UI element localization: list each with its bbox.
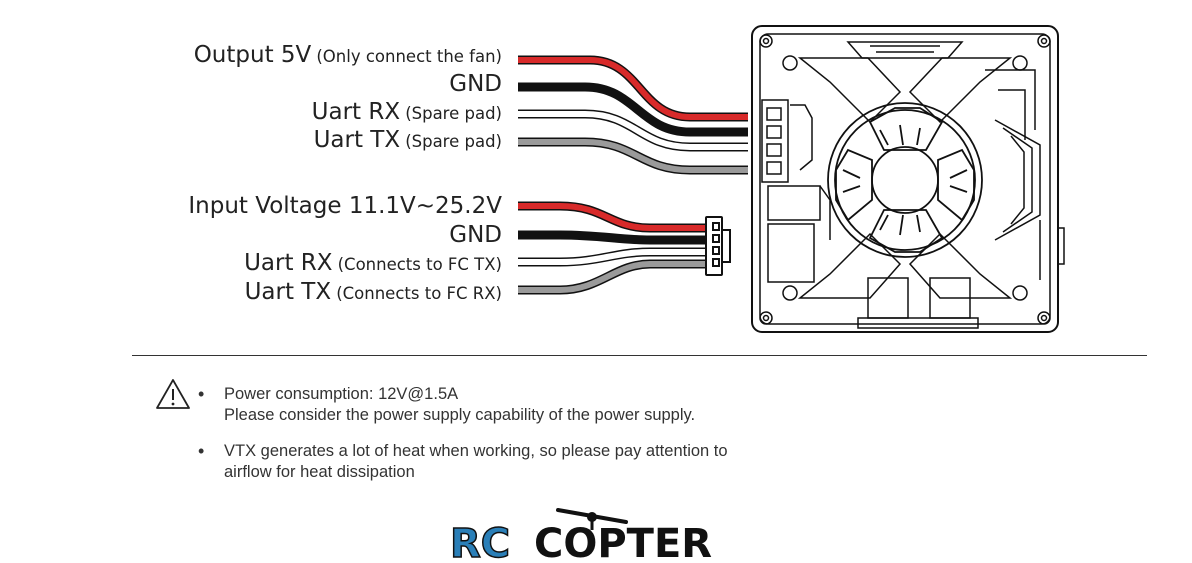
label-output-uart-rx: Uart RX (Spare pad) [312, 99, 502, 125]
note-heat-line2: airflow for heat dissipation [224, 463, 415, 481]
label-main: Uart RX [311, 99, 401, 125]
wire-output-gnd [518, 82, 748, 137]
input-wires [518, 201, 706, 295]
label-output-5v: Output 5V (Only connect the fan) [194, 42, 502, 68]
note-heat-line1: VTX generates a lot of heat when working… [224, 442, 728, 460]
logo-rc: RC [450, 521, 510, 563]
label-note: (Only connect the fan) [316, 47, 502, 66]
wire-input-uart-tx [518, 259, 706, 295]
label-note: (Spare pad) [405, 132, 502, 151]
label-main: Output 5V [193, 42, 312, 68]
helicopter-rotor-icon [556, 508, 628, 530]
logo-copter: COPTER [534, 521, 712, 563]
bullet: • [198, 441, 205, 461]
label-main: Input Voltage 11.1V~25.2V [188, 193, 502, 219]
label-main: GND [449, 222, 502, 248]
wire-input-uart-rx [518, 247, 706, 267]
label-output-uart-tx: Uart TX (Spare pad) [314, 127, 502, 153]
solder-pads [761, 99, 831, 283]
bottom-ports [857, 277, 979, 329]
wire-input-gnd [518, 230, 706, 245]
fan-icon [827, 102, 983, 258]
label-note: (Connects to FC RX) [336, 284, 502, 303]
label-output-gnd: GND [449, 71, 502, 97]
output-wires [518, 55, 748, 175]
label-main: GND [449, 71, 502, 97]
label-main: Uart RX [244, 250, 333, 276]
connector-4pin [705, 216, 731, 276]
rc-copter-logo: RC COPTER [449, 508, 712, 563]
note-power-supply: Please consider the power supply capabil… [224, 406, 696, 424]
wire-output-uart-tx [518, 137, 748, 175]
wire-input-voltage [518, 201, 706, 233]
section-divider [132, 355, 1147, 356]
label-main: Uart TX [244, 279, 332, 305]
bullet: • [198, 384, 205, 404]
label-input-voltage: Input Voltage 11.1V~25.2V [188, 193, 502, 219]
label-main: Uart TX [313, 127, 401, 153]
wire-output-uart-rx [518, 109, 748, 152]
screw-icon [759, 34, 1051, 325]
label-note: (Connects to FC TX) [337, 255, 502, 274]
label-input-uart-rx: Uart RX (Connects to FC TX) [244, 250, 502, 276]
label-input-gnd: GND [449, 222, 502, 248]
label-input-uart-tx: Uart TX (Connects to FC RX) [245, 279, 502, 305]
wire-output-5v [518, 55, 748, 122]
warning-icon [156, 379, 190, 409]
label-note: (Spare pad) [405, 104, 502, 123]
wiring-diagram [518, 25, 1065, 333]
vtx-unit [751, 25, 1065, 333]
note-power-consumption: Power consumption: 12V@1.5A [224, 385, 459, 403]
